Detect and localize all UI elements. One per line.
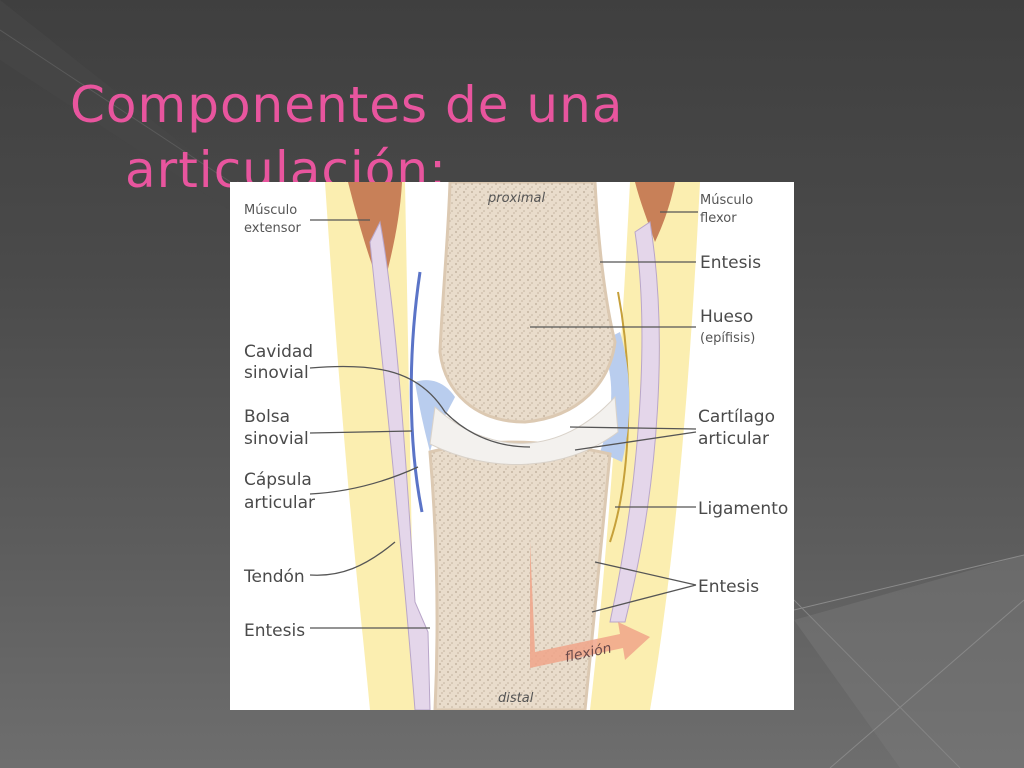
tendon-left bbox=[369, 220, 431, 710]
proximal-bone bbox=[438, 182, 617, 424]
capsule-left bbox=[409, 271, 424, 513]
bolsa-label-2: sinovial bbox=[244, 429, 309, 449]
flexor-muscle-label-1: Músculo bbox=[700, 193, 753, 208]
tendon-right bbox=[609, 221, 660, 623]
cavidad-label-1: Cavidad bbox=[244, 342, 313, 362]
entesis-top-label: Entesis bbox=[700, 253, 761, 273]
entesis-right-label: Entesis bbox=[698, 577, 759, 597]
bolsa-label-1: Bolsa bbox=[244, 407, 290, 427]
slide-title-line-1: Componentes de una bbox=[70, 76, 624, 134]
epifisis-label: (epífisis) bbox=[700, 331, 755, 346]
hueso-label: Hueso bbox=[700, 307, 753, 327]
tendon-label: Tendón bbox=[243, 567, 305, 587]
entesis-bottom-label: Entesis bbox=[244, 621, 305, 641]
deco-line-right-3 bbox=[793, 599, 961, 768]
deco-line-left bbox=[0, 29, 236, 186]
ligamento-label: Ligamento bbox=[698, 499, 788, 519]
distal-label: distal bbox=[498, 691, 534, 706]
deco-facet-left bbox=[0, 0, 230, 210]
flexor-muscle bbox=[635, 182, 675, 242]
flexion-arrow bbox=[530, 542, 650, 668]
cartilago-label-1: Cartílago bbox=[698, 407, 775, 427]
capsula-label-2: articular bbox=[244, 493, 315, 513]
extensor-muscle-label-1: Músculo bbox=[244, 203, 297, 218]
joint-diagram: proximal distal flexión Músculo extensor… bbox=[230, 182, 794, 710]
deco-facet-right bbox=[794, 555, 1024, 768]
deco-line-right-2 bbox=[829, 599, 1024, 768]
capsula-label-1: Cápsula bbox=[244, 470, 312, 490]
flexor-muscle-label-2: flexor bbox=[700, 211, 737, 226]
deco-line-right-1 bbox=[793, 554, 1024, 611]
proximal-label: proximal bbox=[487, 191, 545, 206]
cavidad-label-2: sinovial bbox=[244, 363, 309, 383]
leader-lines bbox=[309, 211, 698, 629]
distal-bone bbox=[428, 440, 612, 710]
cartilago-label-2: articular bbox=[698, 429, 769, 449]
articular-cartilage bbox=[429, 395, 619, 465]
extensor-muscle-label-2: extensor bbox=[244, 221, 302, 236]
